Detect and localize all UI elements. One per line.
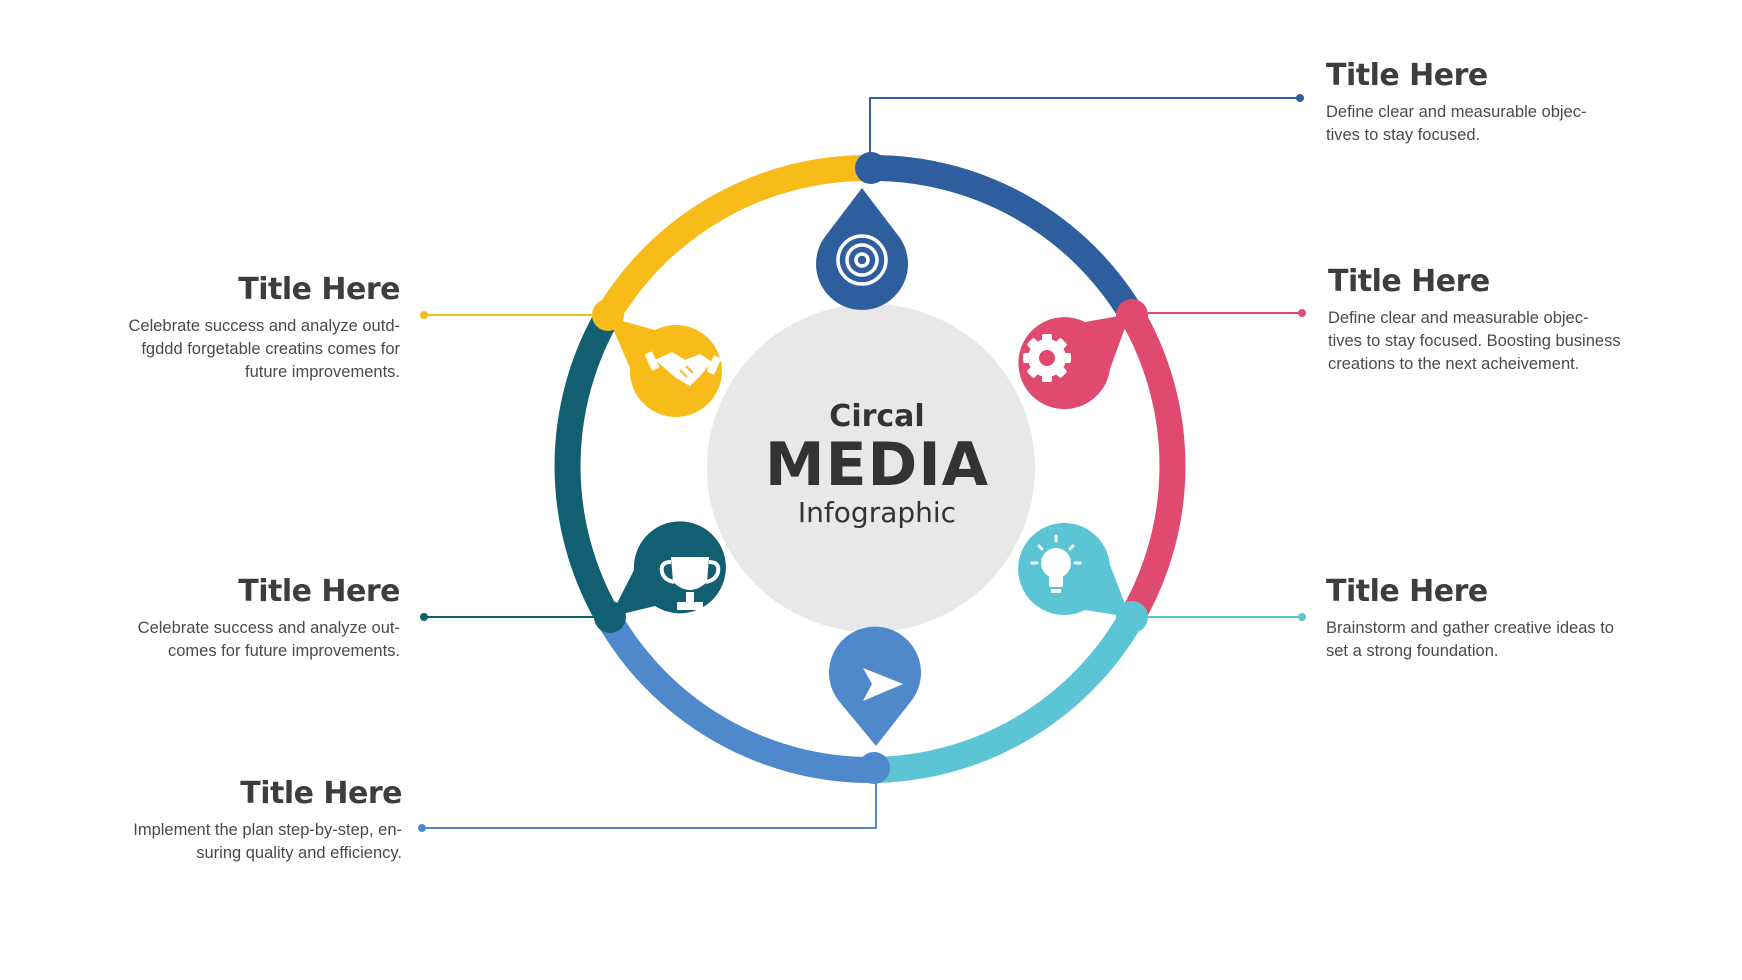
center-title-line-1: Circal: [829, 399, 925, 434]
connector-line-4: [422, 778, 877, 829]
connector-dot-6: [420, 311, 428, 319]
center-title-line-2: MEDIA: [764, 430, 990, 500]
item-5: Title Here Celebrate success and analyze…: [70, 574, 401, 663]
badge-gear: [1018, 299, 1148, 410]
connector-dot-3: [1298, 613, 1306, 621]
connector-dot-4: [418, 824, 426, 832]
connector-line-1: [869, 97, 1300, 162]
target-icon: [836, 234, 888, 286]
gear-icon: [1023, 334, 1071, 382]
ring-segment-2: [1120, 308, 1186, 624]
center-title-line-3: Infographic: [797, 496, 957, 529]
item-4-text: Implement the plan step-by-step, en- sur…: [133, 821, 402, 862]
ring-segment-1: [869, 154, 1144, 322]
item-3-text: Brainstorm and gather creative ideas to …: [1326, 619, 1614, 660]
badge-trophy: [594, 521, 726, 633]
item-3-title: Title Here: [1326, 574, 1488, 609]
item-4-title: Title Here: [240, 776, 402, 811]
item-6-text: Celebrate success and analyze outd- fgdd…: [128, 317, 401, 381]
item-1-title: Title Here: [1326, 58, 1488, 93]
ring: [554, 154, 1186, 783]
item-5-text: Celebrate success and analyze out- comes…: [137, 619, 400, 660]
badge-target: [816, 152, 909, 310]
center-title: Circal MEDIA Infographic: [712, 400, 1042, 530]
lightbulb-icon: [1030, 534, 1082, 593]
connector-dot-2: [1298, 309, 1306, 317]
handshake-icon: [644, 351, 722, 386]
badge-handshake: [592, 299, 722, 417]
item-4: Title Here Implement the plan step-by-st…: [72, 776, 402, 865]
item-6: Title Here Celebrate success and analyze…: [70, 272, 401, 384]
item-1: Title Here Define clear and measurable o…: [1326, 58, 1656, 147]
trophy-icon: [659, 557, 721, 610]
item-2: Title Here Define clear and measurable o…: [1328, 264, 1658, 376]
connector-dot-1: [1296, 94, 1304, 102]
item-6-title: Title Here: [238, 272, 400, 307]
item-5-title: Title Here: [238, 574, 400, 609]
center-circle: [707, 304, 1035, 632]
item-3: Title Here Brainstorm and gather creativ…: [1326, 574, 1656, 663]
send-arrow-icon: [863, 668, 903, 701]
ring-segment-6: [596, 154, 871, 322]
item-2-title: Title Here: [1328, 264, 1490, 299]
ring-segment-4: [596, 610, 871, 783]
ring-segment-5: [554, 308, 620, 624]
badge-send: [829, 626, 921, 784]
connector-dot-5: [420, 613, 428, 621]
badge-lightbulb: [1018, 522, 1148, 633]
item-2-text: Define clear and measurable objec- tives…: [1328, 309, 1621, 373]
connector-lines: [418, 94, 1306, 832]
ring-segment-3: [869, 610, 1144, 783]
item-1-text: Define clear and measurable objec- tives…: [1326, 103, 1587, 144]
